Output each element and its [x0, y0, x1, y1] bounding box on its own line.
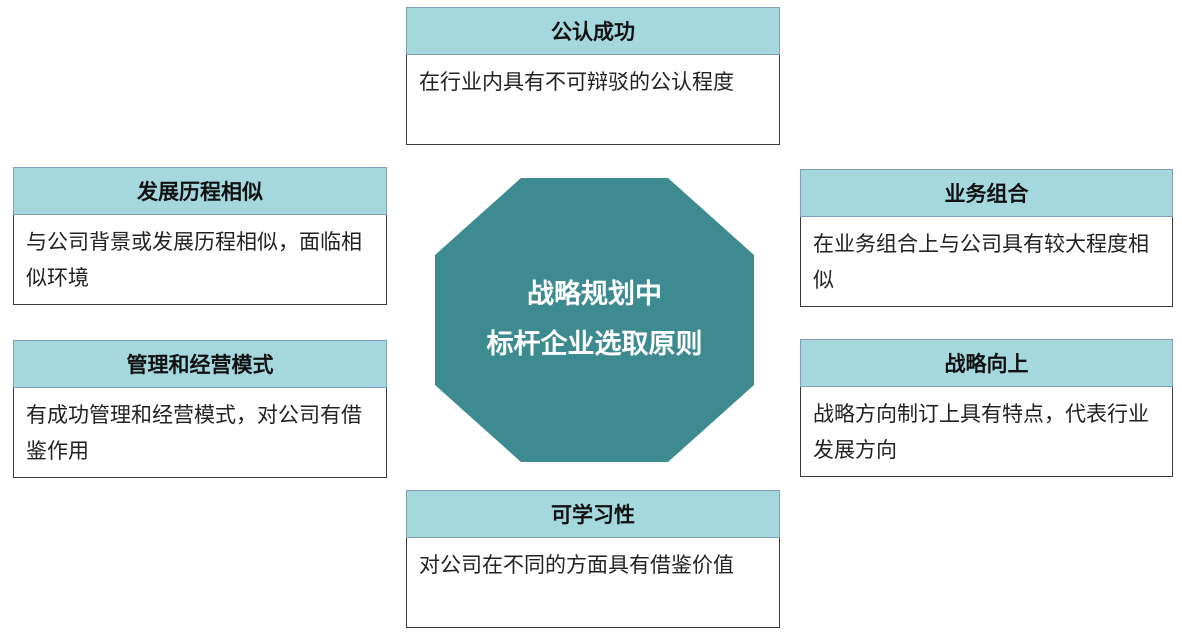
- card-description: 对公司在不同的方面具有借鉴价值: [406, 538, 780, 628]
- principle-card-learnability: 可学习性 对公司在不同的方面具有借鉴价值: [406, 490, 780, 628]
- center-title-line-2: 标杆企业选取原则: [486, 329, 703, 360]
- card-title: 战略向上: [800, 339, 1173, 387]
- principle-card-business-portfolio: 业务组合 在业务组合上与公司具有较大程度相似: [800, 169, 1173, 307]
- center-octagon: 战略规划中 标杆企业选取原则: [435, 178, 754, 462]
- card-title: 公认成功: [406, 7, 780, 55]
- card-title: 业务组合: [800, 169, 1173, 217]
- card-description: 与公司背景或发展历程相似，面临相似环境: [13, 215, 387, 305]
- card-title: 发展历程相似: [13, 167, 387, 215]
- principle-card-strategic-direction: 战略向上 战略方向制订上具有特点，代表行业发展方向: [800, 339, 1173, 477]
- octagon-shape: [435, 178, 754, 462]
- principle-card-management-model: 管理和经营模式 有成功管理和经营模式，对公司有借鉴作用: [13, 340, 387, 478]
- principle-card-recognized-success: 公认成功 在行业内具有不可辩驳的公认程度: [406, 7, 780, 145]
- center-title-line-1: 战略规划中: [527, 279, 662, 310]
- card-title: 可学习性: [406, 490, 780, 538]
- card-description: 有成功管理和经营模式，对公司有借鉴作用: [13, 388, 387, 478]
- card-description: 战略方向制订上具有特点，代表行业发展方向: [800, 387, 1173, 477]
- card-title: 管理和经营模式: [13, 340, 387, 388]
- card-description: 在业务组合上与公司具有较大程度相似: [800, 217, 1173, 307]
- principle-card-similar-history: 发展历程相似 与公司背景或发展历程相似，面临相似环境: [13, 167, 387, 305]
- card-description: 在行业内具有不可辩驳的公认程度: [406, 55, 780, 145]
- center-title: 战略规划中 标杆企业选取原则: [435, 178, 754, 462]
